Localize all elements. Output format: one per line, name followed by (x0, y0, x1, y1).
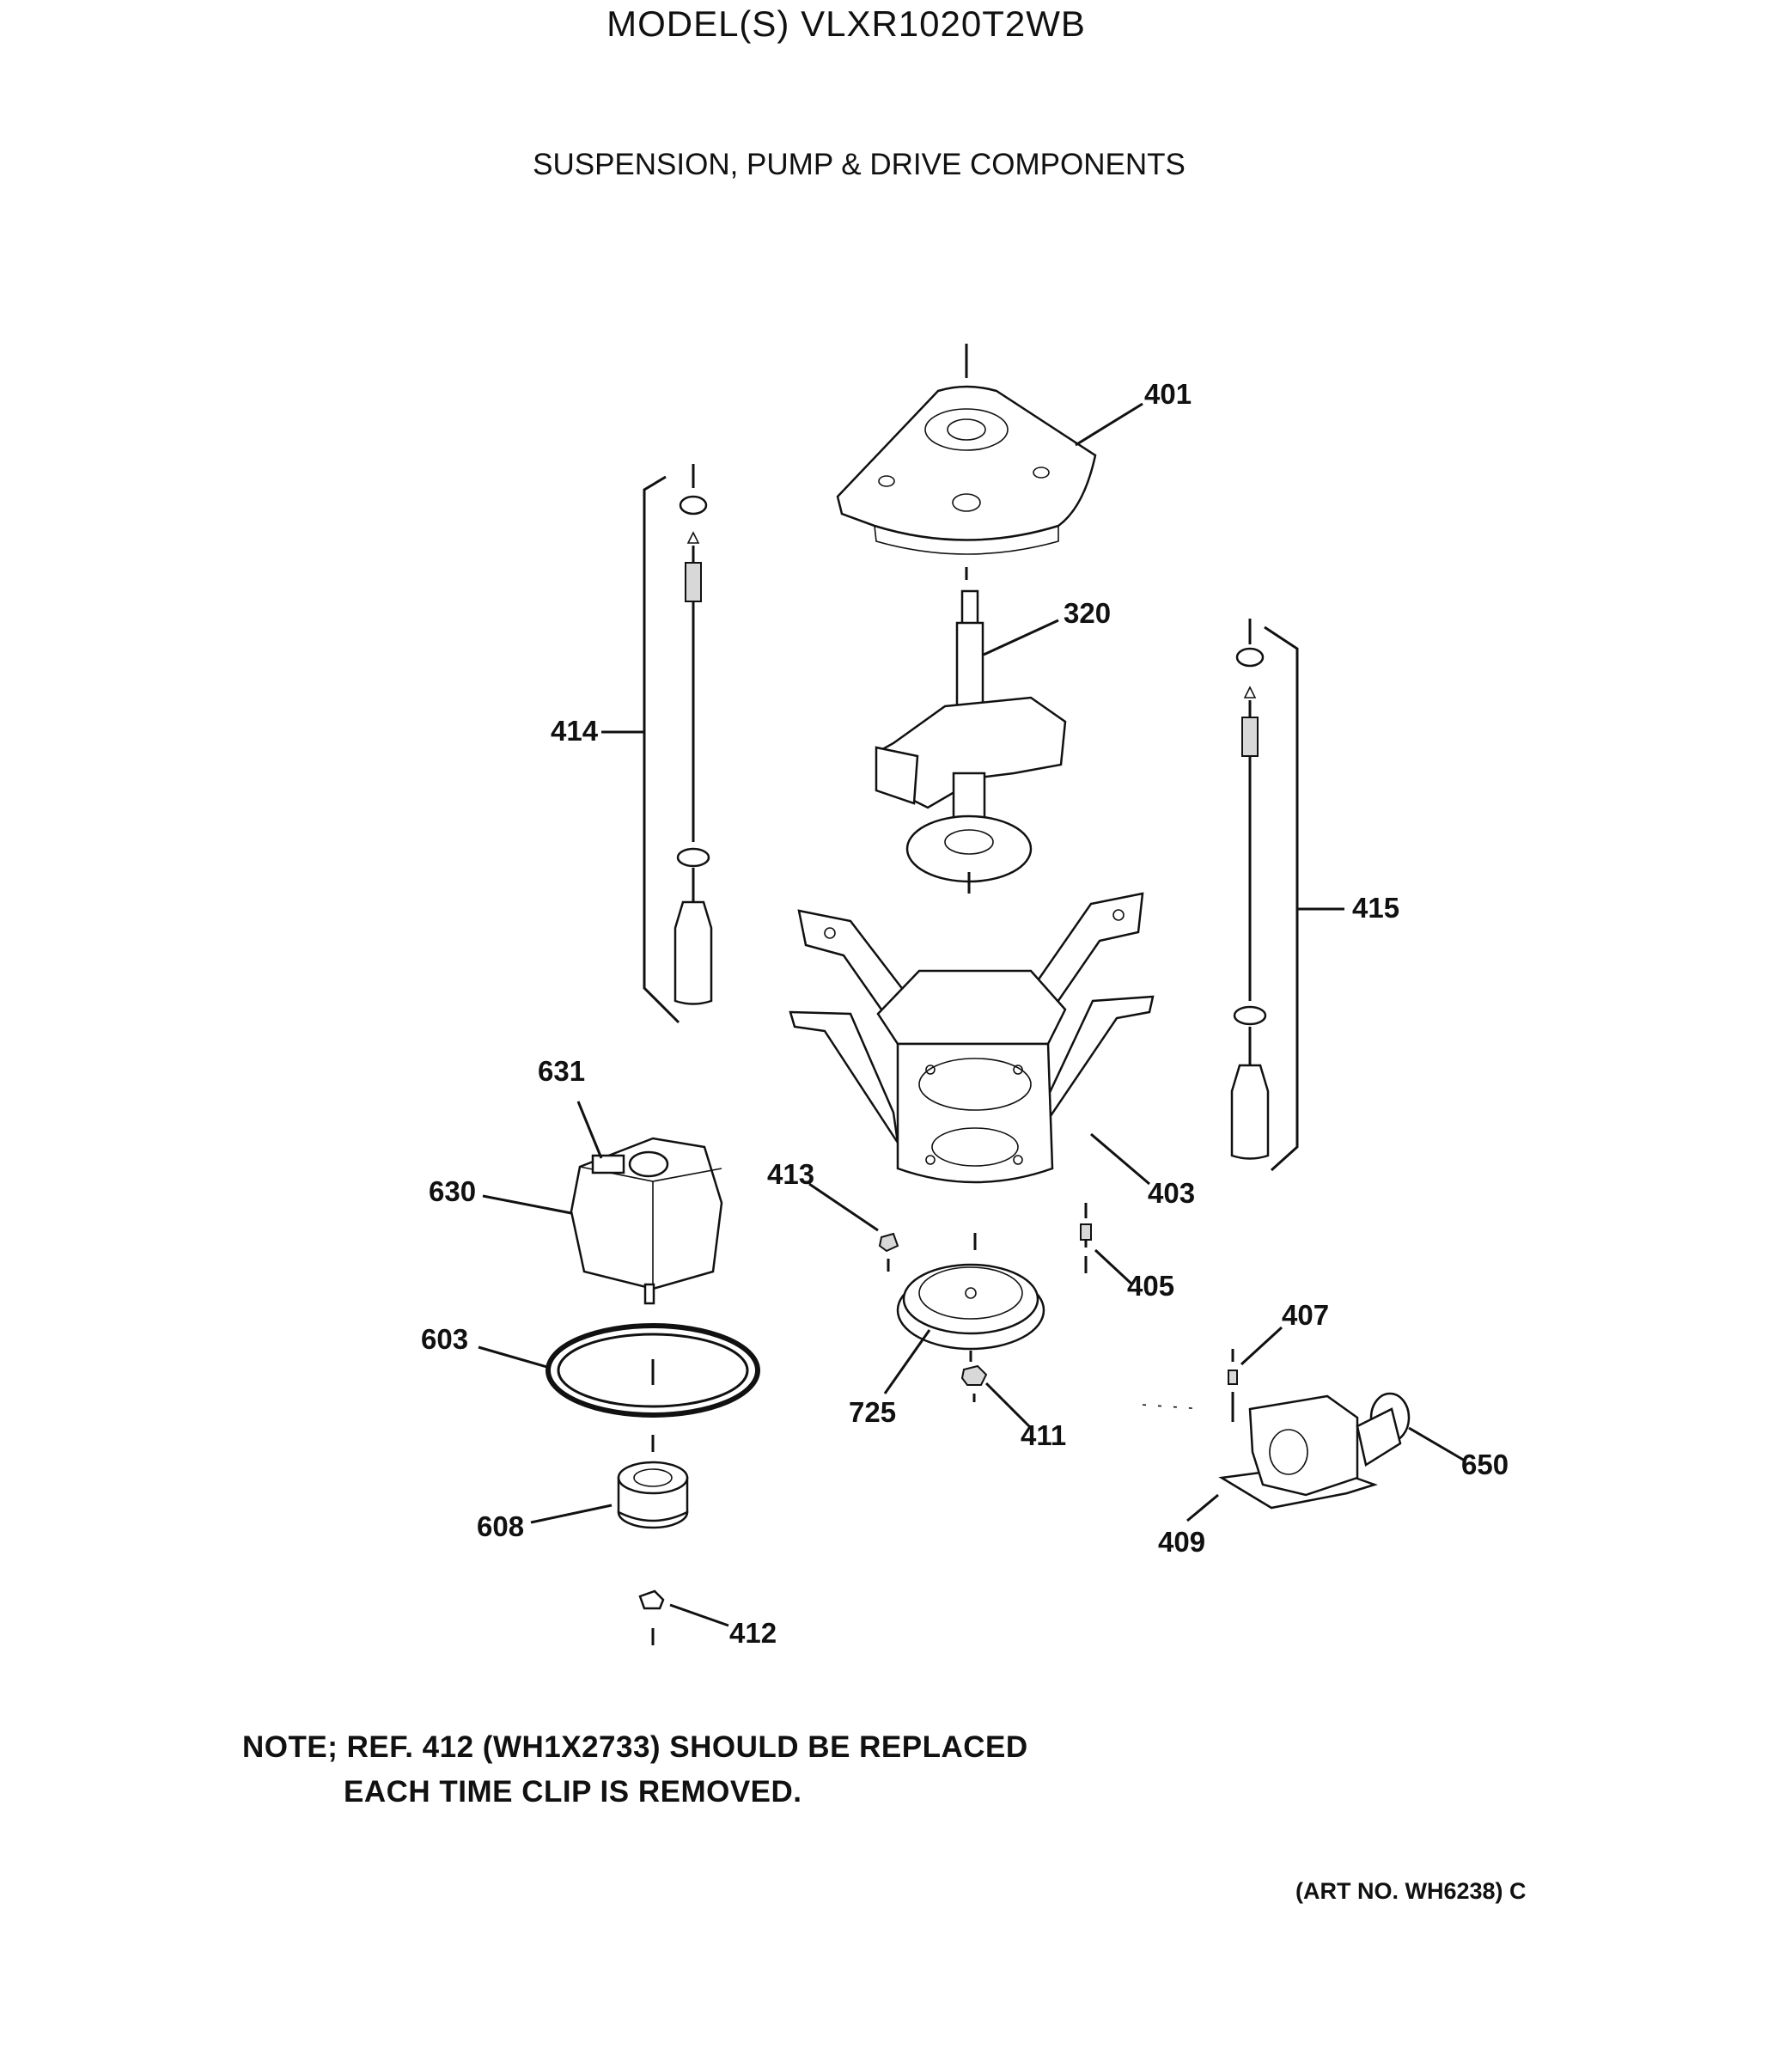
label-630: 630 (429, 1175, 476, 1207)
part-630-motor (570, 1137, 723, 1305)
label-405: 405 (1127, 1270, 1174, 1302)
note-line-1: NOTE; REF. 412 (WH1X2733) SHOULD BE REPL… (242, 1730, 1028, 1764)
label-411: 411 (1021, 1419, 1066, 1451)
part-413-nut (878, 1232, 899, 1272)
label-320: 320 (1064, 597, 1111, 629)
part-414-suspension-rod (643, 464, 713, 1024)
part-401-cover (836, 344, 1097, 580)
model-title: MODEL(S) VLXR1020T2WB (606, 3, 1086, 44)
label-603: 603 (421, 1323, 468, 1355)
label-413: 413 (767, 1158, 814, 1190)
part-412-clip (638, 1589, 665, 1645)
note-line-2: EACH TIME CLIP IS REMOVED. (344, 1775, 802, 1809)
label-409: 409 (1158, 1526, 1205, 1558)
part-405-bolt (1080, 1203, 1092, 1273)
part-603-belt (546, 1323, 760, 1418)
part-415-suspension-rod (1230, 619, 1299, 1172)
part-411-nut (960, 1364, 988, 1402)
label-725: 725 (849, 1396, 896, 1428)
label-403: 403 (1148, 1177, 1195, 1209)
part-608-pulley (617, 1435, 689, 1529)
label-412: 412 (729, 1617, 777, 1649)
section-title: SUSPENSION, PUMP & DRIVE COMPONENTS (533, 148, 1186, 181)
label-415: 415 (1352, 892, 1399, 924)
part-407-screw (1228, 1349, 1238, 1422)
part-725-drive-pulley (896, 1263, 1045, 1362)
label-407: 407 (1282, 1299, 1329, 1331)
label-401: 401 (1144, 378, 1192, 410)
label-608: 608 (477, 1510, 524, 1542)
part-403-bracket (789, 892, 1155, 1250)
label-650: 650 (1461, 1449, 1509, 1480)
label-631: 631 (538, 1055, 585, 1087)
part-320-transmission (875, 589, 1067, 894)
part-650-pump (1218, 1392, 1411, 1510)
replacement-note: NOTE; REF. 412 (WH1X2733) SHOULD BE REPL… (242, 1725, 1028, 1815)
art-number: (ART NO. WH6238) C (1295, 1878, 1527, 1904)
label-414: 414 (551, 715, 599, 747)
